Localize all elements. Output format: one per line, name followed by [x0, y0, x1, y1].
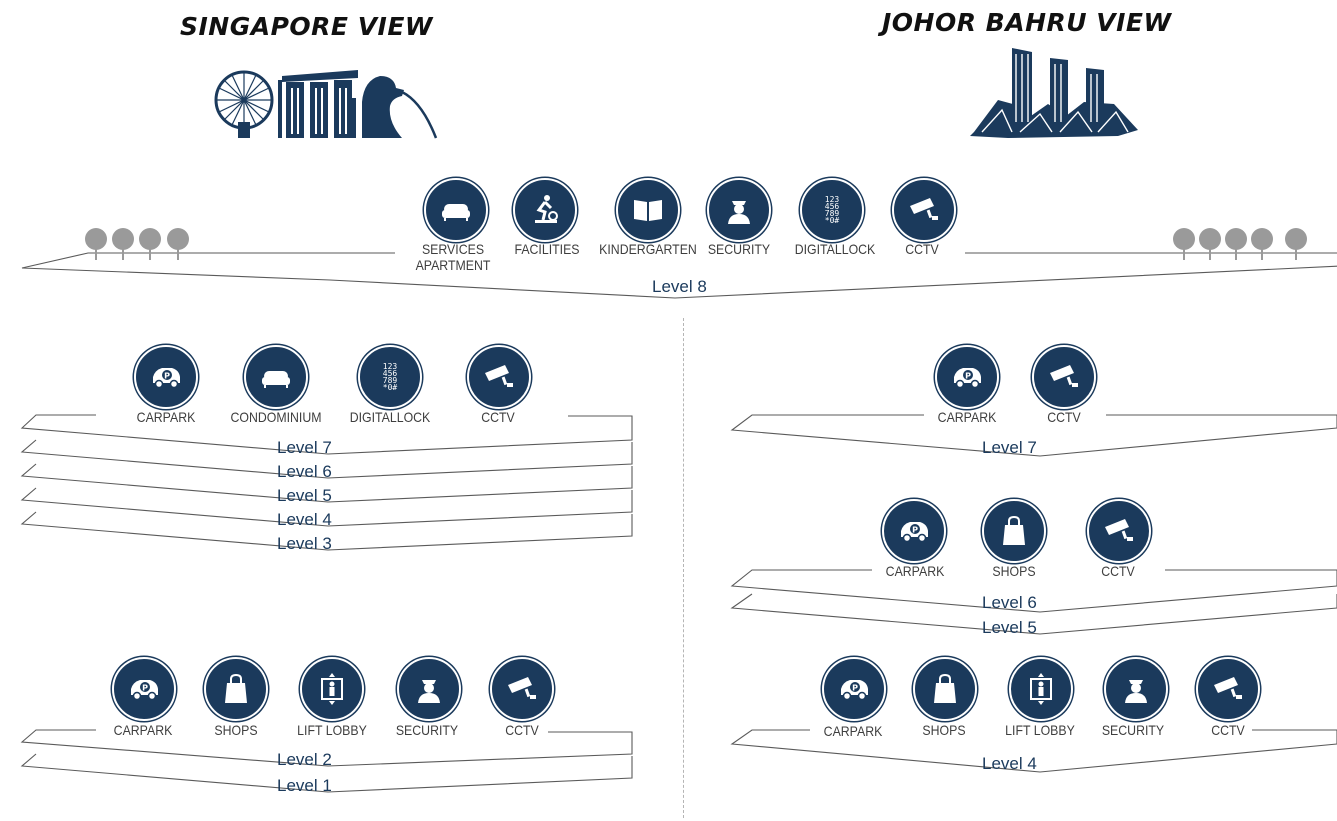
- exercise-bike-icon: [513, 178, 577, 242]
- label-condominium: CONDOMINIUM: [230, 409, 322, 425]
- johor-bahru-skyline-icon: [970, 48, 1138, 138]
- shopping-bag-icon: [982, 499, 1046, 563]
- singapore-skyline-icon: [214, 70, 438, 139]
- trees-left-icon: [85, 228, 189, 260]
- label-digitallock: DIGITALLOCK: [794, 241, 876, 257]
- svg-text:P: P: [852, 684, 858, 693]
- label-lift-lobby: LIFT LOBBY: [297, 722, 367, 738]
- label-facilities: FACILITIES: [514, 241, 580, 257]
- label-carpark: CARPARK: [823, 723, 883, 739]
- level-8-label: Level 8: [652, 277, 707, 296]
- view-divider: [683, 318, 684, 818]
- level-4-label: Level 4: [982, 754, 1037, 773]
- trees-right-icon: [1173, 228, 1307, 260]
- lift-icon: [300, 657, 364, 721]
- svg-text:P: P: [965, 372, 971, 381]
- svg-text:123: 123: [825, 195, 840, 204]
- sofa-icon: [244, 345, 308, 409]
- label-cctv: CCTV: [505, 722, 539, 738]
- label-carpark: CARPARK: [113, 722, 173, 738]
- shopping-bag-icon: [204, 657, 268, 721]
- svg-text:P: P: [164, 372, 170, 381]
- level-6-label: Level 6: [277, 462, 332, 481]
- label-carpark: CARPARK: [885, 563, 945, 579]
- level-1-label: Level 1: [277, 776, 332, 795]
- sofa-icon: [424, 178, 488, 242]
- label-security: SECURITY: [707, 241, 771, 257]
- label-security: SECURITY: [395, 722, 459, 738]
- cctv-icon: [1087, 499, 1151, 563]
- label-cctv: CCTV: [1047, 409, 1081, 425]
- level-7-label: Level 7: [982, 438, 1037, 457]
- label-shops: SHOPS: [992, 563, 1036, 579]
- level-3-label: Level 3: [277, 534, 332, 553]
- level-4-label: Level 4: [277, 510, 332, 529]
- label-shops: SHOPS: [214, 722, 258, 738]
- car-park-icon: P: [134, 345, 198, 409]
- johor-bahru-view-title: JOHOR BAHRU VIEW: [882, 8, 1172, 37]
- car-park-icon: P: [935, 345, 999, 409]
- car-park-icon: P: [112, 657, 176, 721]
- label-digitallock: DIGITALLOCK: [349, 409, 431, 425]
- label-kindergarten: KINDERGARTEN: [599, 241, 697, 257]
- cctv-icon: [490, 657, 554, 721]
- label-cctv: CCTV: [481, 409, 515, 425]
- car-park-icon: P: [882, 499, 946, 563]
- cctv-icon: [1032, 345, 1096, 409]
- svg-text:789: 789: [825, 209, 840, 218]
- label-carpark: CARPARK: [937, 409, 997, 425]
- cctv-icon: [892, 178, 956, 242]
- level-5-label: Level 5: [277, 486, 332, 505]
- label-cctv: CCTV: [905, 241, 939, 257]
- label-carpark: CARPARK: [136, 409, 196, 425]
- svg-text:P: P: [142, 684, 148, 693]
- lift-icon: [1009, 657, 1073, 721]
- car-park-icon: P: [822, 657, 886, 721]
- svg-text:P: P: [912, 526, 918, 535]
- level-2-label: Level 2: [277, 750, 332, 769]
- svg-text:123: 123: [383, 362, 398, 371]
- guard-icon: [707, 178, 771, 242]
- cctv-icon: [467, 345, 531, 409]
- label-lift-lobby: LIFT LOBBY: [1005, 722, 1075, 738]
- singapore-view-title: SINGAPORE VIEW: [180, 12, 434, 41]
- book-icon: [616, 178, 680, 242]
- shopping-bag-icon: [913, 657, 977, 721]
- guard-icon: [397, 657, 461, 721]
- svg-text:789: 789: [383, 376, 398, 385]
- svg-text:*0#: *0#: [383, 383, 398, 392]
- label-cctv: CCTV: [1101, 563, 1135, 579]
- guard-icon: [1104, 657, 1168, 721]
- svg-text:456: 456: [383, 369, 398, 378]
- level-6-label: Level 6: [982, 593, 1037, 612]
- label-security: SECURITY: [1101, 722, 1165, 738]
- level-5-label: Level 5: [982, 618, 1037, 637]
- label-shops: SHOPS: [922, 722, 966, 738]
- svg-text:*0#: *0#: [825, 216, 840, 225]
- cctv-icon: [1196, 657, 1260, 721]
- label-cctv: CCTV: [1211, 722, 1245, 738]
- level-7-label: Level 7: [277, 438, 332, 457]
- svg-text:456: 456: [825, 202, 840, 211]
